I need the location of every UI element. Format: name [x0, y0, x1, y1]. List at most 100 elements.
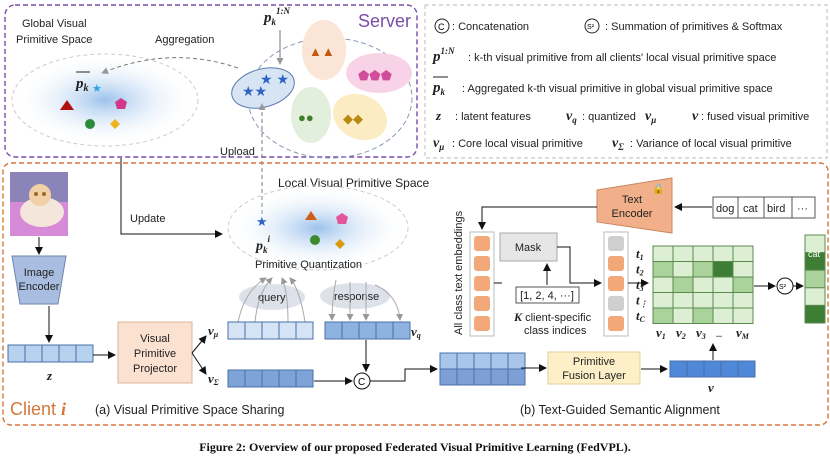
local-pentagon — [336, 213, 348, 224]
legend-vq-vmu: vμ — [645, 109, 656, 125]
matrix-cell — [672, 292, 694, 309]
vector-cell — [58, 344, 77, 363]
vector-cell — [686, 360, 705, 378]
predicted-class-label: cat — [808, 249, 821, 259]
concat-op-label: C — [358, 377, 365, 388]
matrix-cell — [712, 276, 734, 293]
softmax-icon: S² — [587, 24, 595, 31]
t-row-label: t⋮ — [636, 293, 648, 309]
matrix-cell — [672, 276, 694, 293]
matrix-cell — [732, 261, 754, 278]
t-row-label: t3 — [636, 277, 644, 293]
vector-cell — [261, 369, 280, 388]
vector-cell — [244, 369, 263, 388]
vector-cell — [439, 352, 458, 370]
part-b-title: (b) Text-Guided Semantic Alignment — [520, 403, 720, 417]
vector-cell — [278, 321, 297, 340]
z-label: z — [46, 368, 53, 383]
vector-cell — [278, 369, 297, 388]
embedding-cell — [608, 256, 624, 271]
star-icons: ★ ★ — [260, 71, 289, 87]
matrix-cell — [712, 292, 734, 309]
aggregation-arrow — [101, 57, 239, 74]
matrix-cell — [652, 245, 674, 262]
visual-primitive-projector — [117, 321, 193, 384]
vector-cell — [669, 360, 688, 378]
prediction-cell — [804, 304, 826, 324]
vector-cell — [490, 352, 509, 370]
class-dog: dog — [716, 203, 734, 215]
vector-cell — [490, 368, 509, 386]
legend-box — [424, 4, 828, 159]
pentagon-primitive — [115, 98, 127, 109]
fused-v-vector — [669, 360, 756, 378]
legend-p-all: : k-th visual primitive from all clients… — [468, 52, 776, 64]
t-row-label: tC — [636, 308, 646, 324]
embedding-cell — [608, 296, 624, 311]
primitive-fusion-layer — [547, 351, 641, 385]
vector-cell — [7, 344, 26, 363]
t-row-label: t1 — [636, 246, 644, 262]
v-sigma-vector — [227, 369, 314, 388]
vector-cell — [24, 344, 43, 363]
vector-cell — [41, 344, 60, 363]
matrix-cell — [652, 276, 674, 293]
star-cluster — [231, 67, 295, 109]
legend-vq-symbol: vq — [566, 109, 577, 125]
p-bar-label: pk — [74, 76, 89, 94]
vector-cell — [703, 360, 722, 378]
image-encoder — [11, 255, 67, 305]
embedding-cell — [608, 236, 624, 251]
triangle-cluster — [302, 20, 346, 80]
vector-cell — [244, 321, 263, 340]
embedding-cell — [474, 296, 490, 311]
vector-cell — [324, 321, 343, 340]
matrix-cell — [652, 261, 674, 278]
vector-cell — [473, 352, 492, 370]
v-label: v — [708, 380, 714, 395]
vector-cell — [392, 321, 411, 340]
embedding-cell — [474, 276, 490, 291]
matrix-cell — [692, 245, 714, 262]
v-q-label: vq — [411, 324, 421, 340]
star-icons: ★★ — [242, 83, 267, 99]
matrix-cell — [712, 245, 734, 262]
mask-box — [499, 232, 558, 262]
embedding-cell — [474, 236, 490, 251]
matrix-cell — [692, 307, 714, 324]
pki-label: pki — [255, 234, 271, 255]
indices-caption: K client-specific — [513, 310, 592, 324]
aggregation-label: Aggregation — [155, 34, 214, 46]
input-cat-image — [10, 172, 68, 236]
vector-cell — [720, 360, 739, 378]
pentagon-icons: ⬟⬟⬟ — [358, 68, 393, 83]
matrix-cell — [692, 292, 714, 309]
triangle-primitive — [60, 100, 74, 110]
prediction-cell — [804, 287, 826, 306]
local-star: ★ — [256, 214, 268, 229]
circle-icons: ●● — [298, 110, 314, 125]
client-label: Client i — [10, 399, 66, 419]
matrix-cell — [692, 276, 714, 293]
legend-v: : fused visual primitive — [701, 111, 809, 123]
vector-cell — [295, 321, 314, 340]
vector-cell — [456, 352, 475, 370]
softmax-op-label: S² — [779, 284, 787, 291]
legend-p-all-symbol: p1:N — [431, 46, 455, 65]
aggregated-star: ★ — [92, 83, 102, 95]
vector-cell — [473, 368, 492, 386]
text-encoder-label: Text — [622, 194, 642, 206]
v-col-label: vM — [736, 325, 750, 341]
matrix-cell — [712, 307, 734, 324]
diamond-icons: ◆◆ — [343, 111, 363, 126]
local-circle — [310, 235, 320, 245]
z-vector — [7, 344, 94, 363]
v-mu-vector — [227, 321, 314, 340]
fusion-label: Fusion Layer — [562, 370, 626, 382]
image-encoder-label: Encoder — [19, 281, 60, 293]
vector-cell — [456, 368, 475, 386]
global-space-title-2: Primitive Space — [16, 34, 92, 46]
class-indices-box — [515, 286, 580, 304]
client-box — [2, 162, 829, 426]
